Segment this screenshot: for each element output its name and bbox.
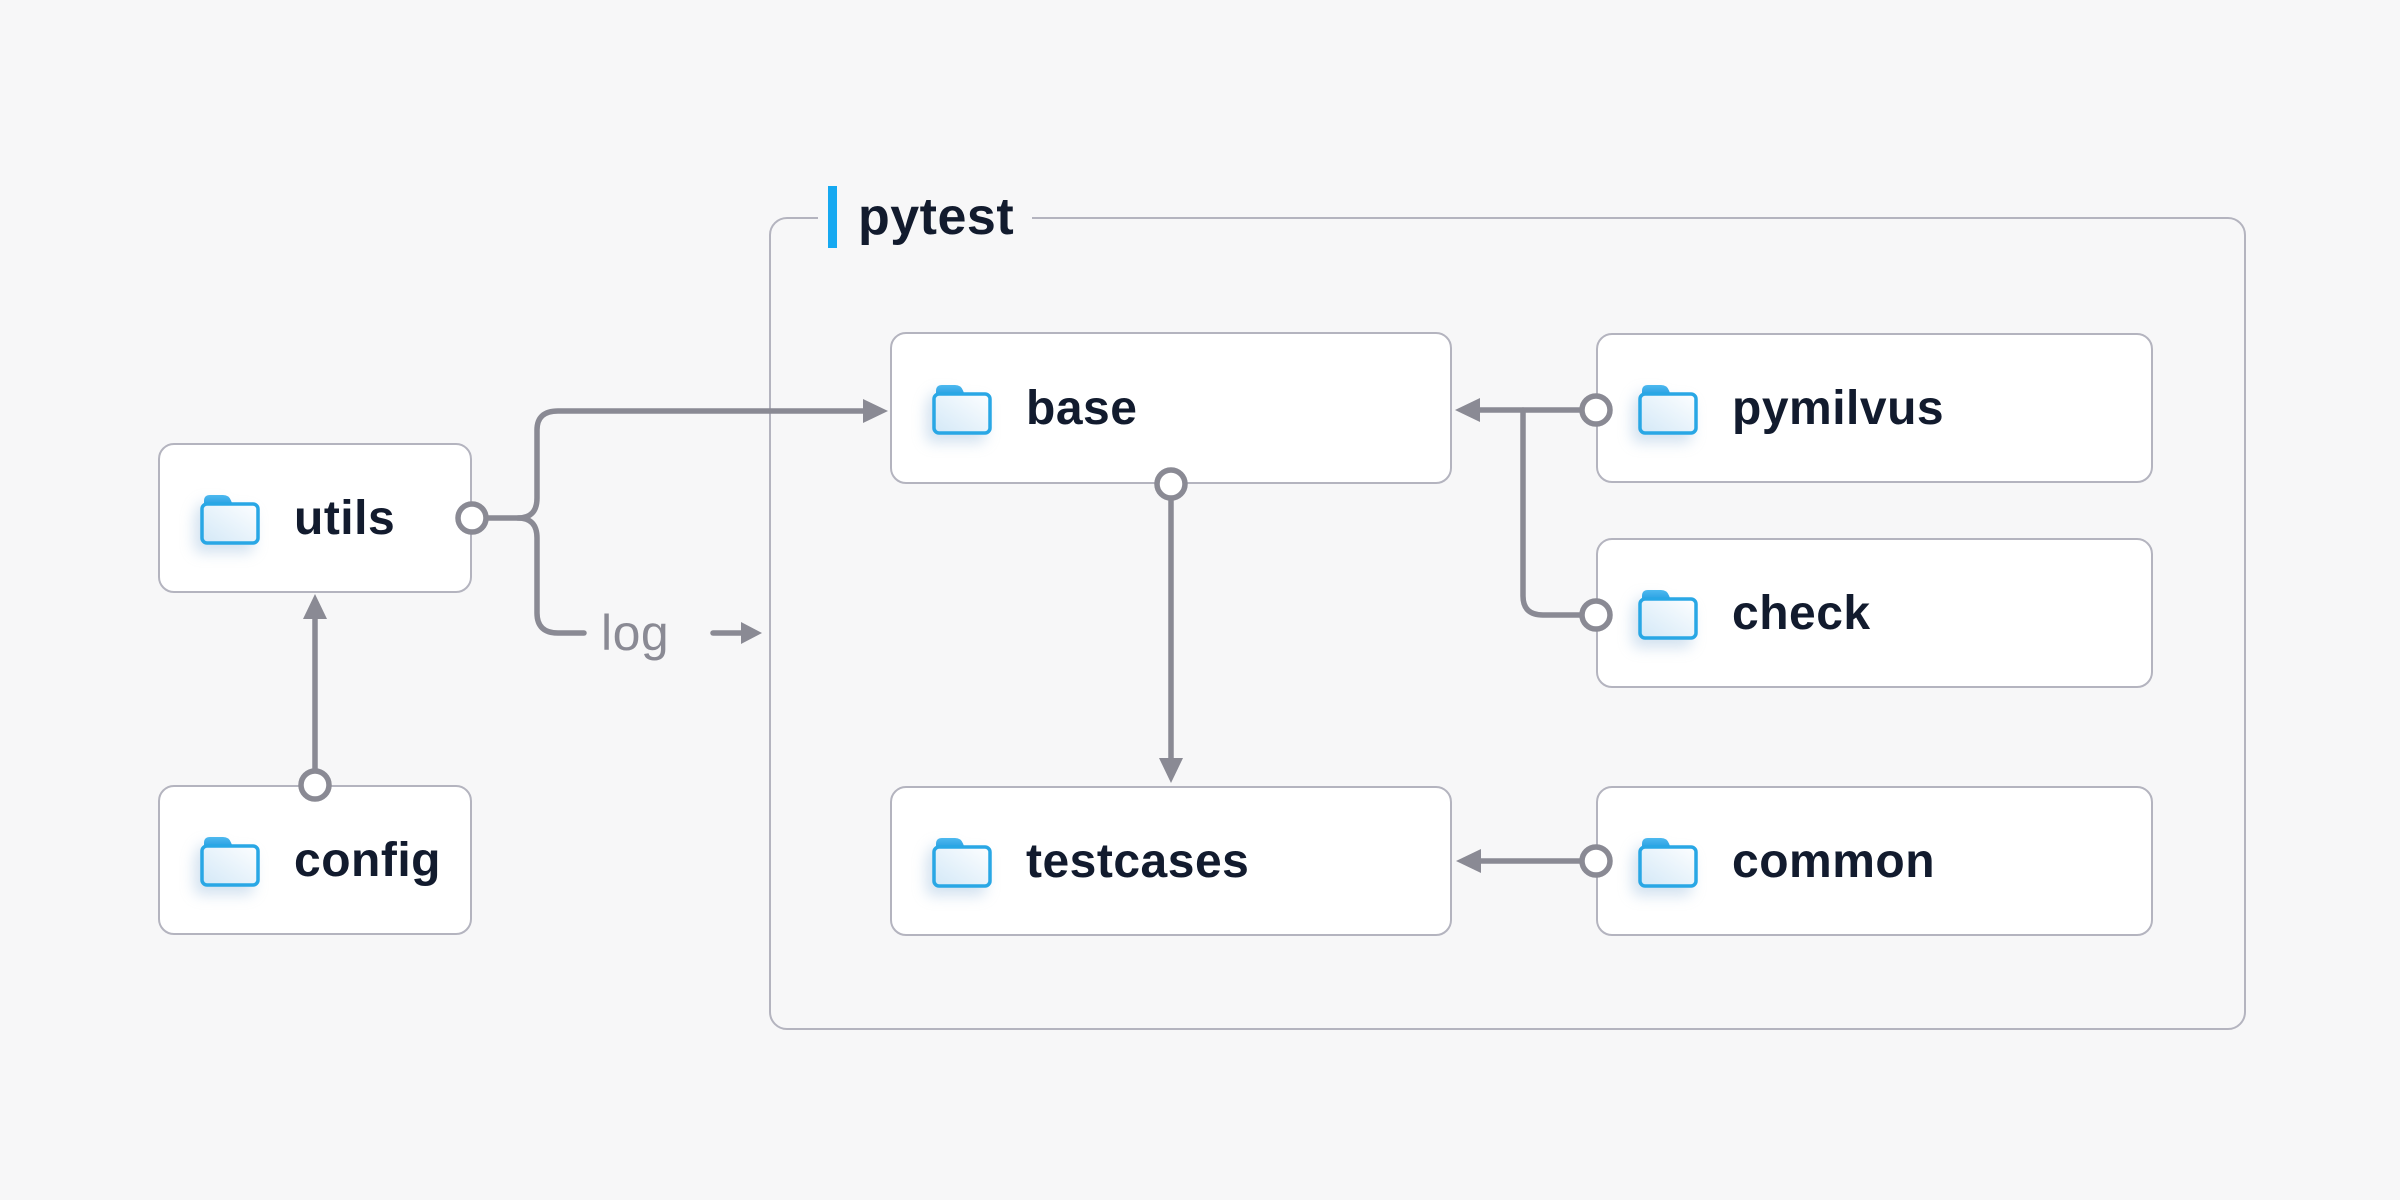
arrowhead-right-icon (741, 622, 762, 644)
pytest-group-title: pytest (858, 188, 1015, 246)
node-base[interactable]: base (890, 332, 1452, 484)
node-label-common: common (1732, 834, 1936, 888)
node-label-utils: utils (294, 491, 396, 545)
node-label-testcases: testcases (1026, 834, 1250, 888)
edge-label-log: log (601, 605, 670, 661)
pytest-group-label: pytest (818, 186, 1033, 248)
node-check[interactable]: check (1596, 538, 2153, 688)
folder-icon (932, 838, 992, 888)
edge-config-utils (298, 594, 332, 802)
folder-icon (200, 495, 260, 545)
node-testcases[interactable]: testcases (890, 786, 1452, 936)
folder-icon (1638, 590, 1698, 640)
node-common[interactable]: common (1596, 786, 2153, 936)
folder-icon (932, 385, 992, 435)
folder-icon (1638, 385, 1698, 435)
node-label-check: check (1732, 586, 1871, 640)
node-pymilvus[interactable]: pymilvus (1596, 333, 2153, 483)
folder-icon (200, 837, 260, 887)
node-label-config: config (294, 833, 441, 887)
node-config[interactable]: config (158, 785, 472, 935)
pytest-group-frame (769, 217, 2246, 1030)
node-label-pymilvus: pymilvus (1732, 381, 1945, 435)
accent-bar-icon (828, 186, 837, 248)
node-label-base: base (1026, 381, 1138, 435)
arrowhead-up-icon (303, 594, 327, 619)
node-utils[interactable]: utils (158, 443, 472, 593)
folder-icon (1638, 838, 1698, 888)
